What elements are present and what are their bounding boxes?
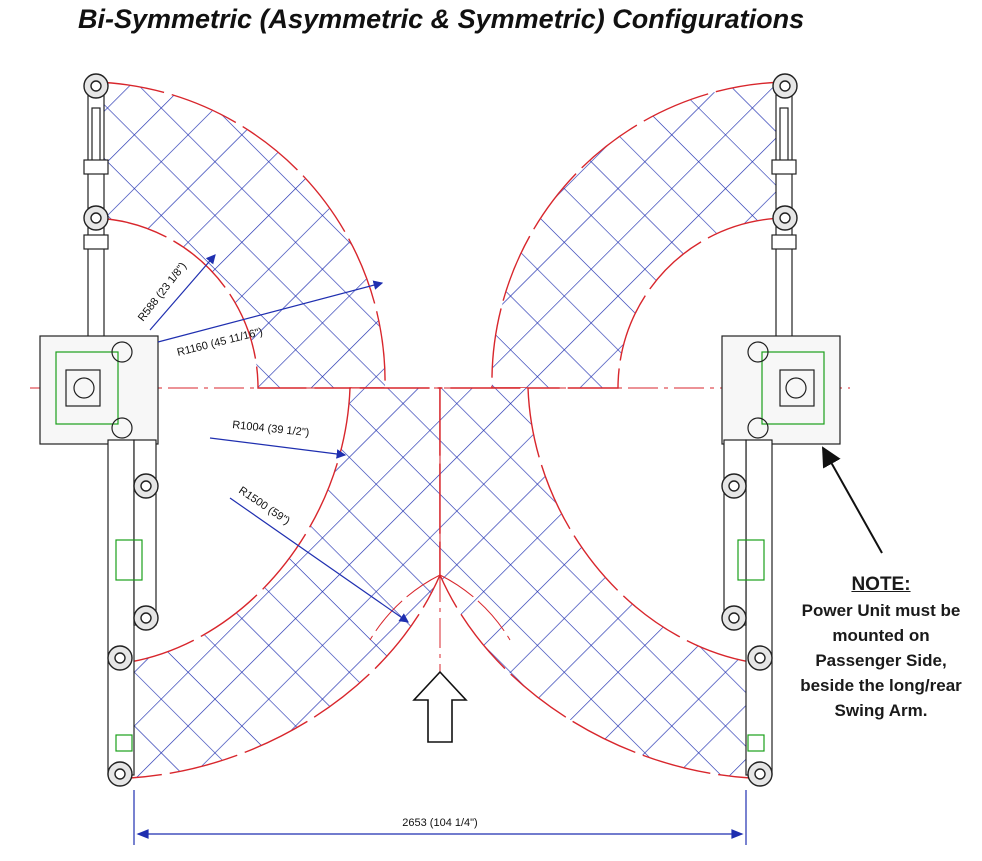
page-title: Bi-Symmetric (Asymmetric & Symmetric) Co… — [78, 4, 805, 34]
dim-width: 2653 (104 1/4") — [402, 817, 477, 829]
lift-pad-icon — [747, 645, 773, 671]
lift-pad-icon — [133, 605, 159, 631]
note-line: beside the long/rear — [800, 676, 962, 695]
note-line: Power Unit must be — [801, 601, 961, 620]
lift-pad-icon — [772, 73, 798, 99]
lift-pad-icon — [772, 205, 798, 231]
radius-leaders — [149, 254, 409, 623]
dim-r1004: R1004 (39 1/2") — [232, 419, 310, 439]
note-line: Swing Arm. — [834, 701, 928, 720]
dim-r1160: R1160 (45 11/16") — [176, 326, 264, 359]
lift-pad-icon — [747, 761, 773, 787]
lift-pad-icon — [133, 473, 159, 499]
note-heading: NOTE: — [851, 574, 911, 595]
sweep-zones — [94, 81, 786, 779]
lift-pad-icon — [83, 73, 109, 99]
lift-pads — [83, 73, 798, 787]
sweep-zone-top-left — [94, 81, 386, 389]
dim-r1500: R1500 (59") — [236, 485, 292, 528]
lift-pad-icon — [107, 761, 133, 787]
lift-pad-icon — [721, 605, 747, 631]
width-dimension — [133, 790, 747, 845]
lift-pad-icon — [83, 205, 109, 231]
note-pointer-arrow — [822, 446, 883, 554]
sweep-zone-bottom-right — [439, 387, 751, 779]
power-unit-note: NOTE: Power Unit must be mounted on Pass… — [786, 572, 976, 723]
lift-pad-icon — [721, 473, 747, 499]
lift-pad-icon — [107, 645, 133, 671]
up-arrow-icon — [412, 670, 468, 743]
note-line: mounted on — [832, 626, 930, 645]
sweep-zone-top-right — [491, 81, 786, 389]
sweep-zone-bottom-left — [129, 387, 441, 779]
dim-r588: R588 (23 1/8") — [136, 260, 189, 323]
note-line: Passenger Side, — [815, 651, 947, 670]
